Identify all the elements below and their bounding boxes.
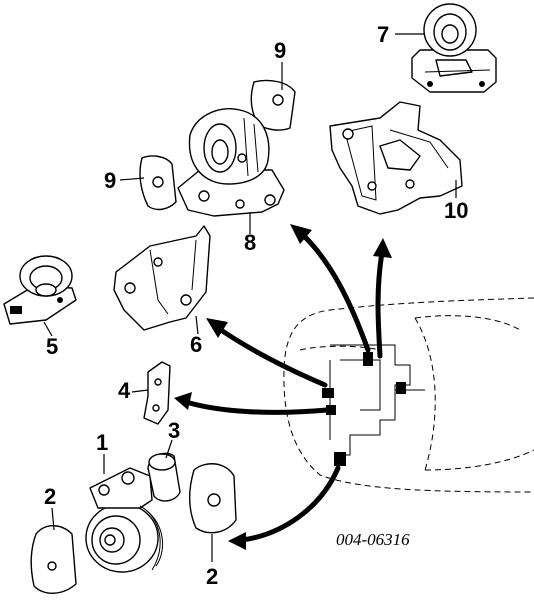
callout-8: 8: [244, 230, 257, 255]
mount-8-drawing: [177, 108, 285, 217]
callout-9-upper: 9: [274, 38, 287, 63]
mount-locator-schematic: [322, 344, 425, 466]
vehicle-outline: [283, 297, 534, 493]
mount-7-drawing: [411, 3, 497, 93]
bracket-10-drawing: [329, 101, 463, 215]
callout-9-lower: 9: [104, 168, 117, 193]
callout-2-right: 2: [206, 564, 219, 589]
insulator-3-drawing: [147, 452, 181, 502]
shim-9-upper-drawing: [250, 79, 296, 131]
callout-4: 4: [118, 378, 131, 403]
callout-leaders: [43, 33, 457, 562]
callout-3: 3: [168, 418, 181, 443]
shim-9-lower-drawing: [139, 155, 177, 211]
mount-5-drawing: [3, 255, 77, 325]
callout-10: 10: [444, 198, 469, 223]
bracket-4-drawing: [143, 361, 171, 425]
diagram-code: 004-06316: [336, 530, 410, 549]
callout-1: 1: [96, 430, 109, 455]
callout-6: 6: [190, 332, 203, 357]
callout-2-left: 2: [44, 484, 57, 509]
shim-2-left-drawing: [30, 525, 77, 594]
mount-1-drawing: [85, 467, 164, 573]
shim-2-right-drawing: [189, 463, 237, 534]
location-arrows: [174, 224, 392, 550]
callout-5: 5: [46, 334, 59, 359]
callout-7: 7: [377, 22, 390, 47]
bracket-6-drawing: [113, 225, 211, 331]
